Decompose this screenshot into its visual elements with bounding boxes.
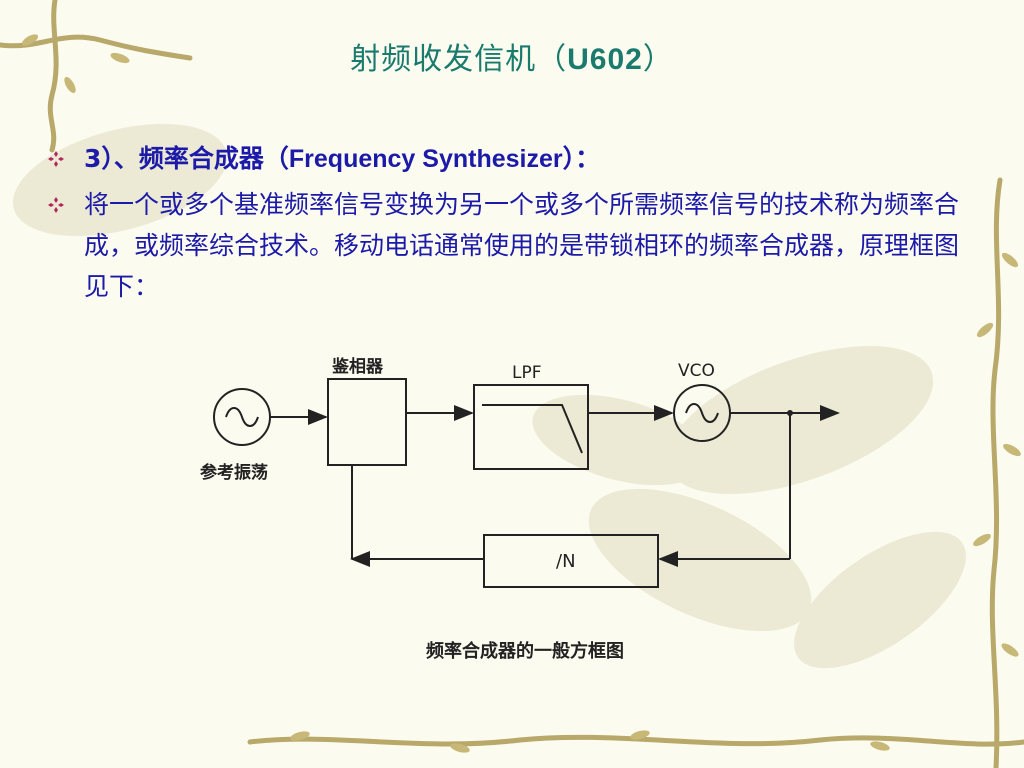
ref-osc-label: 参考振荡 [200, 462, 268, 483]
slide-title: 射频收发信机（U602） [0, 34, 1024, 78]
title-suffix: ） [642, 42, 674, 77]
bullet-item: 3）、频率合成器（Frequency Synthesizer）： [48, 138, 978, 180]
pll-block-diagram: 参考振荡 鉴相器 LPF VCO /N 频率合成器的一般方框图 [200, 356, 840, 662]
lowpass-curve [482, 404, 583, 454]
divider-block [483, 534, 659, 588]
divider-label: /N [556, 551, 576, 572]
title-prefix: 射频收发信机（ [350, 42, 568, 77]
vco-label: VCO [678, 361, 715, 381]
bullet-item: 将一个或多个基准频率信号变换为另一个或多个所需频率信号的技术称为频率合成，或频率… [48, 184, 978, 307]
diagram-caption: 频率合成器的一般方框图 [426, 640, 624, 662]
four-diamond-icon [48, 151, 64, 167]
title-code: U602 [567, 43, 643, 76]
bullet-1-term: Frequency Synthesizer [288, 145, 563, 173]
bullet-2-text: 将一个或多个基准频率信号变换为另一个或多个所需频率信号的技术称为频率合成，或频率… [84, 190, 960, 301]
lpf-block [473, 384, 589, 470]
sine-wave-icon [685, 403, 719, 423]
four-diamond-icon [48, 197, 64, 213]
junction-dot [787, 410, 793, 416]
bullet-1-prefix: 3）、频率合成器（ [84, 144, 289, 173]
phase-detector-label: 鉴相器 [331, 356, 384, 377]
lpf-label: LPF [512, 363, 542, 383]
bullet-list: 3）、频率合成器（Frequency Synthesizer）： 将一个或多个基… [48, 138, 978, 311]
phase-detector-block [327, 378, 407, 466]
bullet-1-suffix: ）： [562, 144, 601, 173]
sine-wave-icon [225, 407, 259, 427]
